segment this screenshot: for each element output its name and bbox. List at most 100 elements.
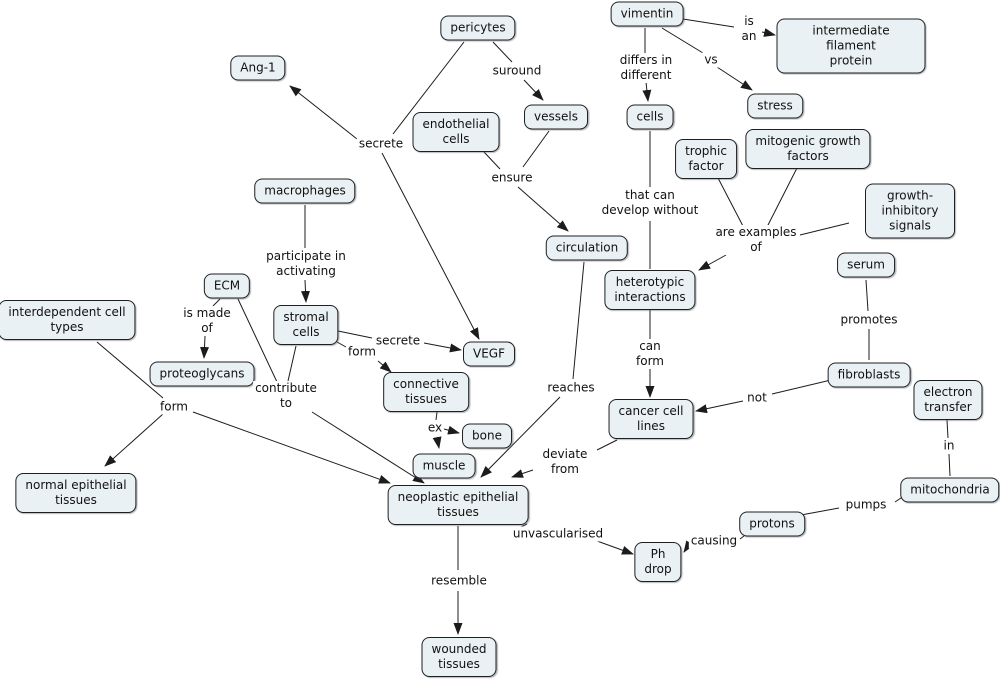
node-ang-1[interactable]: Ang-1	[230, 55, 286, 81]
link-label-suround[interactable]: suround	[490, 63, 544, 79]
node-pericytes[interactable]: pericytes	[440, 15, 516, 41]
edge-line	[865, 279, 869, 312]
node-intermediate-filament-protein[interactable]: intermediate filament protein	[776, 18, 926, 74]
edge-line	[443, 425, 460, 435]
edge-line	[311, 411, 425, 484]
node-fibroblasts[interactable]: fibroblasts	[827, 362, 911, 388]
edge-line	[511, 469, 534, 478]
link-label-causing[interactable]: causing	[688, 533, 740, 549]
node-bone[interactable]: bone	[462, 423, 512, 449]
edge-line	[683, 540, 694, 553]
edge-line	[948, 453, 951, 477]
node-mitochondria[interactable]: mitochondria	[900, 477, 1000, 503]
edge-line	[695, 400, 744, 414]
edge-line	[761, 28, 776, 37]
edge-line	[492, 41, 513, 63]
node-trophic-factor[interactable]: trophic factor	[675, 139, 737, 179]
node-connective-tissues[interactable]: connective tissues	[383, 372, 469, 412]
link-label-resemble[interactable]: resemble	[429, 573, 489, 589]
link-label-is-an[interactable]: is an	[739, 14, 759, 44]
edge-line	[377, 360, 392, 373]
link-label-pumps[interactable]: pumps	[843, 497, 889, 513]
node-proteoglycans[interactable]: proteoglycans	[149, 361, 255, 387]
edge-line	[212, 298, 221, 307]
node-heterotypic-interactions[interactable]: heterotypic interactions	[604, 270, 696, 310]
node-vimentin[interactable]: vimentin	[610, 1, 684, 27]
node-cancer-cell-lines[interactable]: cancer cell lines	[608, 399, 694, 439]
node-stress[interactable]: stress	[747, 93, 803, 119]
edge-line	[800, 507, 840, 516]
node-stromal-cells[interactable]: stromal cells	[273, 305, 339, 345]
link-label-in[interactable]: in	[941, 438, 957, 454]
node-circulation[interactable]: circulation	[545, 235, 629, 261]
node-growth-inhibitory-signals[interactable]: growth-inhibitory signals	[865, 183, 955, 239]
edge-line	[596, 439, 618, 451]
link-label-secrete-pericytes[interactable]: secrete	[356, 136, 406, 152]
node-endothelial-cells[interactable]: endothelial cells	[412, 112, 500, 152]
edge-line	[287, 345, 297, 382]
edge-line	[237, 298, 278, 383]
node-neoplastic-epithelial-tissues[interactable]: neoplastic epithelial tissues	[387, 485, 529, 525]
edge-line	[423, 342, 462, 353]
edge-line	[96, 341, 164, 399]
node-ph-drop[interactable]: Ph drop	[634, 542, 682, 582]
edge-line	[717, 177, 745, 229]
node-macrophages[interactable]: macrophages	[254, 178, 356, 204]
node-ecm[interactable]: ECM	[203, 273, 251, 299]
node-electron-transfer[interactable]: electron transfer	[913, 380, 983, 420]
link-label-are-examples-of[interactable]: are examples of	[713, 225, 799, 255]
link-label-form-stromal[interactable]: form	[346, 344, 378, 360]
node-normal-epithelial-tissues[interactable]: normal epithelial tissues	[15, 473, 137, 513]
node-mitogenic-growth-factors[interactable]: mitogenic growth factors	[745, 129, 871, 169]
edge-line	[480, 396, 561, 478]
node-vegf[interactable]: VEGF	[463, 341, 515, 367]
edge-line	[301, 279, 310, 303]
edge-line	[946, 419, 949, 439]
edge-line	[771, 379, 832, 395]
link-label-reaches[interactable]: reaches	[545, 380, 597, 396]
node-muscle[interactable]: muscle	[412, 453, 476, 479]
edge-line	[572, 261, 585, 380]
edge-line	[642, 81, 652, 102]
link-label-vs[interactable]: vs	[702, 52, 720, 68]
node-cells[interactable]: cells	[626, 104, 674, 130]
edge-line	[483, 151, 501, 170]
link-label-participate-in-activating[interactable]: participate in activating	[264, 249, 348, 279]
edge-line	[523, 79, 544, 101]
link-label-promotes[interactable]: promotes	[838, 312, 900, 328]
edge-line	[392, 41, 465, 135]
edge-line	[682, 18, 735, 28]
link-label-not[interactable]: not	[745, 390, 769, 406]
edge-line	[716, 66, 753, 91]
link-label-secrete-stromal[interactable]: secrete	[373, 333, 423, 349]
node-wounded-tissues[interactable]: wounded tissues	[421, 637, 497, 677]
node-interdependent-cell-types[interactable]: interdependent cell types	[0, 300, 136, 340]
edge-line	[661, 27, 704, 54]
link-label-that-can-develop-without[interactable]: that can develop without	[599, 188, 701, 218]
edge-line	[336, 341, 347, 348]
edge-line	[517, 186, 569, 232]
link-label-contribute-to[interactable]: contribute to	[253, 381, 319, 411]
link-label-ensure[interactable]: ensure	[489, 170, 535, 186]
link-label-unvascularised[interactable]: unvascularised	[510, 526, 606, 542]
edge-line	[435, 411, 438, 421]
edge-line	[739, 535, 745, 540]
link-label-form-left[interactable]: form	[158, 399, 190, 415]
edge-line	[766, 167, 798, 228]
edge-line	[522, 130, 550, 168]
node-vessels[interactable]: vessels	[524, 104, 588, 130]
edge-line	[337, 330, 373, 339]
link-label-ex[interactable]: ex	[425, 420, 445, 436]
node-serum[interactable]: serum	[837, 252, 895, 278]
edge-line	[289, 85, 358, 140]
link-label-differs-in-different[interactable]: differs in different	[617, 53, 675, 83]
edge-line	[200, 335, 209, 359]
link-label-is-made-of[interactable]: is made of	[181, 306, 233, 336]
edge-line	[596, 540, 634, 555]
link-label-can-form[interactable]: can form	[634, 339, 666, 369]
link-label-deviate-from[interactable]: deviate from	[540, 447, 590, 477]
edge-line	[799, 222, 850, 236]
node-protons[interactable]: protons	[739, 511, 805, 537]
